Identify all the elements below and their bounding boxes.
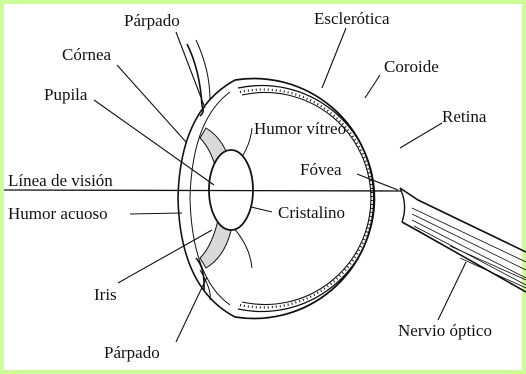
label-vitreous-humor: Humor vítreo xyxy=(254,119,346,138)
label-eyelid-top: Párpado xyxy=(124,11,180,30)
label-retina: Retina xyxy=(442,107,487,126)
label-pupil: Pupila xyxy=(44,85,88,104)
line-of-sight xyxy=(4,190,402,191)
label-choroid: Coroide xyxy=(384,57,439,76)
label-iris: Iris xyxy=(94,285,117,304)
label-lens: Cristalino xyxy=(278,203,345,222)
label-fovea: Fóvea xyxy=(300,160,342,179)
label-sclera: Esclerótica xyxy=(314,9,390,28)
label-aqueous-humor: Humor acuoso xyxy=(8,204,108,223)
eyeball xyxy=(235,79,405,319)
label-line-of-sight: Línea de visión xyxy=(8,171,113,190)
sclera xyxy=(235,79,374,319)
optic-nerve xyxy=(400,188,526,292)
label-optic-nerve: Nervio óptico xyxy=(398,321,492,340)
label-eyelid-bottom: Párpado xyxy=(104,343,160,362)
label-cornea: Córnea xyxy=(62,45,112,64)
eyelid-top xyxy=(187,44,203,116)
